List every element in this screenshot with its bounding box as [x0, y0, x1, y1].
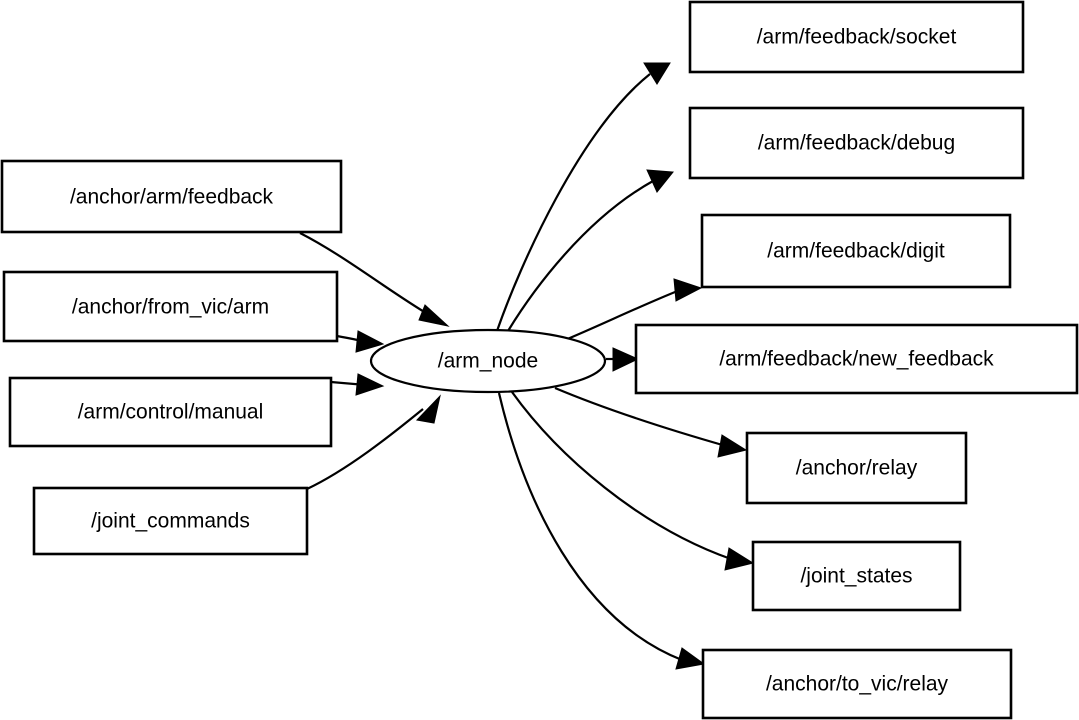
edge-group-incoming: [299, 232, 450, 490]
topic-node-anchor-relay[interactable]: /anchor/relay: [745, 431, 968, 505]
edge-group-outgoing: [495, 62, 755, 670]
edge-arm-node-to-arm-feedback-debug: [507, 169, 674, 332]
topic-label-arm-feedback-digit: /arm/feedback/digit: [767, 240, 945, 263]
center-node-label: /arm_node: [438, 350, 538, 373]
subscribed-topic-nodes: /anchor/arm/feedback /anchor/from_vic/ar…: [0, 159, 343, 556]
topic-label-arm-feedback-new-feedback: /arm/feedback/new_feedback: [719, 348, 994, 371]
topic-node-joint-states[interactable]: /joint_states: [751, 540, 962, 612]
topic-node-arm-feedback-debug[interactable]: /arm/feedback/debug: [688, 106, 1025, 180]
edge-anchor-arm-feedback-to-arm-node: [299, 232, 450, 327]
topic-label-anchor-relay: /anchor/relay: [796, 457, 918, 480]
edge-arm-node-to-anchor-to-vic-relay: [497, 392, 706, 670]
topic-node-anchor-to-vic-relay[interactable]: /anchor/to_vic/relay: [701, 648, 1013, 720]
edge-arm-node-to-anchor-relay: [554, 386, 748, 458]
topic-node-arm-feedback-socket[interactable]: /arm/feedback/socket: [688, 0, 1025, 74]
topic-label-joint-commands: /joint_commands: [91, 510, 250, 533]
topic-label-joint-states: /joint_states: [800, 565, 912, 588]
topic-node-arm-control-manual[interactable]: /arm/control/manual: [8, 376, 333, 448]
topic-node-joint-commands[interactable]: /joint_commands: [32, 486, 309, 556]
topic-label-anchor-to-vic-relay: /anchor/to_vic/relay: [766, 673, 949, 696]
topic-label-arm-feedback-socket: /arm/feedback/socket: [757, 26, 957, 49]
topic-node-arm-feedback-digit[interactable]: /arm/feedback/digit: [700, 213, 1012, 289]
edge-arm-node-to-arm-feedback-socket: [495, 62, 671, 332]
edge-anchor-from-vic-arm-to-arm-node: [336, 330, 385, 353]
topic-label-anchor-from-vic-arm: /anchor/from_vic/arm: [72, 296, 269, 319]
topic-label-arm-control-manual: /arm/control/manual: [78, 401, 264, 424]
edge-arm-node-to-arm-feedback-new-feedback: [606, 347, 640, 372]
edge-joint-commands-to-arm-node: [306, 394, 441, 490]
topic-label-anchor-arm-feedback: /anchor/arm/feedback: [70, 186, 274, 209]
topic-node-anchor-from-vic-arm[interactable]: /anchor/from_vic/arm: [2, 270, 339, 343]
topic-node-arm-feedback-new-feedback[interactable]: /arm/feedback/new_feedback: [634, 323, 1079, 395]
edge-arm-node-to-arm-feedback-digit: [564, 278, 703, 342]
edge-arm-node-to-joint-states: [511, 391, 755, 571]
published-topic-nodes: /arm/feedback/socket /arm/feedback/debug…: [634, 0, 1079, 720]
edge-arm-control-manual-to-arm-node: [330, 373, 385, 396]
topic-label-arm-feedback-debug: /arm/feedback/debug: [758, 132, 955, 155]
center-node-arm-node[interactable]: /arm_node: [369, 328, 607, 394]
topic-node-anchor-arm-feedback[interactable]: /anchor/arm/feedback: [0, 159, 343, 234]
